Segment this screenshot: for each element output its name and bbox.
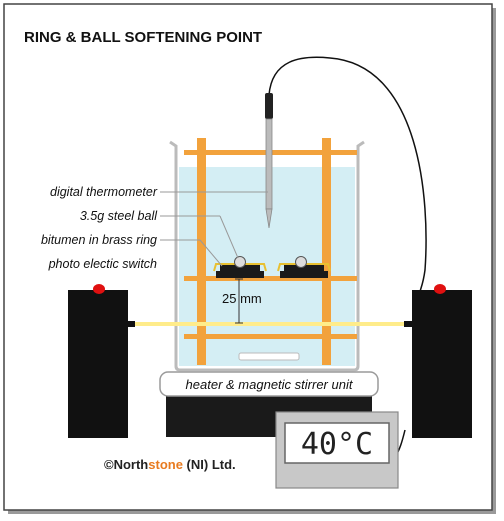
copyright-symbol: ©	[104, 457, 114, 472]
middle-plate	[184, 276, 357, 281]
photo-switch-right	[412, 290, 472, 438]
support-rod-right	[322, 138, 331, 365]
thermometer-head	[265, 93, 273, 119]
support-rod-left	[197, 138, 206, 365]
thermometer-probe	[265, 118, 273, 210]
copyright-stone: stone	[148, 457, 183, 472]
label-bitumen-ring: bitumen in brass ring	[41, 233, 157, 247]
indicator-light-right	[434, 284, 446, 294]
thermometer-cable	[268, 56, 427, 293]
bitumen-right	[284, 265, 324, 272]
light-beam	[135, 322, 404, 326]
dimension-label: 25 mm	[222, 291, 262, 306]
label-thermometer: digital thermometer	[50, 185, 158, 199]
leader-steel-ball-b	[219, 215, 239, 259]
label-photo-switch: photo electic switch	[48, 257, 157, 271]
bitumen-left	[220, 265, 260, 272]
temperature-readout: 40°C	[301, 427, 373, 462]
heater-unit-label: heater & magnetic stirrer unit	[186, 377, 354, 392]
steel-ball-right	[295, 256, 307, 268]
bitumen-ring-right	[280, 271, 328, 278]
indicator-light-left	[93, 284, 105, 294]
thermometer-tip	[265, 208, 273, 229]
bitumen-ring-left	[216, 271, 264, 278]
photo-switch-left	[68, 290, 128, 438]
beaker	[169, 140, 365, 372]
heater-label-plate	[159, 371, 379, 397]
photo-switch-left-emitter	[127, 321, 135, 327]
stirrer-bar	[238, 352, 300, 361]
diagram-title: RING & BALL SOFTENING POINT	[24, 29, 262, 46]
copyright-suffix: (NI) Ltd.	[183, 457, 236, 472]
bottom-plate	[184, 334, 357, 339]
photo-switch-right-receiver	[404, 321, 412, 327]
label-steel-ball: 3.5g steel ball	[80, 209, 158, 223]
temperature-screen	[284, 422, 390, 464]
steel-ball-left	[234, 256, 246, 268]
copyright-north: North	[114, 457, 149, 472]
copyright-text: ©Northstone (NI) Ltd.	[104, 457, 236, 472]
leader-ring-b	[199, 239, 223, 267]
